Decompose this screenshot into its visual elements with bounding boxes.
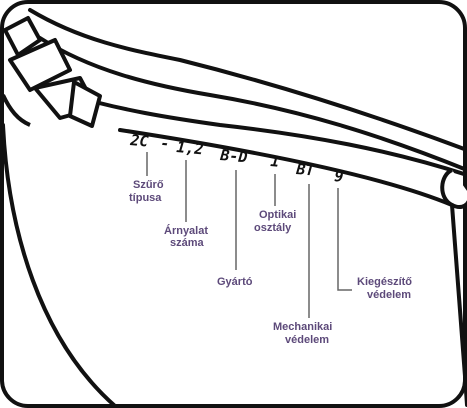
label-additional-protection-line1: Kiegészítő <box>357 276 412 288</box>
callout-labels: Szűrő típusa Árnyalat száma Gyártó Optik… <box>129 179 412 346</box>
label-mechanical-protection-line2: védelem <box>285 334 329 346</box>
label-shade-number-line1: Árnyalat <box>164 224 208 237</box>
label-shade-number-line2: száma <box>170 237 205 249</box>
label-optical-class-line1: Optikai <box>259 209 296 221</box>
label-filter-type-line2: típusa <box>129 192 162 204</box>
label-additional-protection-line2: védelem <box>367 289 411 301</box>
marking-additional-protection: 9 <box>334 167 345 186</box>
label-optical-class-line2: osztály <box>254 222 292 234</box>
goggle-lens-outline <box>3 125 467 406</box>
label-filter-type-line1: Szűrő <box>133 179 164 191</box>
marking-mechanical-protection: BT <box>295 160 317 180</box>
marking-filter-type: 2C <box>129 131 150 151</box>
label-manufacturer: Gyártó <box>217 276 253 288</box>
marking-optical-class: 1 <box>270 152 281 171</box>
leader-additional-protection <box>338 188 352 290</box>
marking-dash: - <box>160 134 171 153</box>
marking-shade-number: 1,2 <box>176 138 205 158</box>
label-mechanical-protection-line1: Mechanikai <box>273 321 332 333</box>
marking-manufacturer: B-D <box>219 146 249 166</box>
